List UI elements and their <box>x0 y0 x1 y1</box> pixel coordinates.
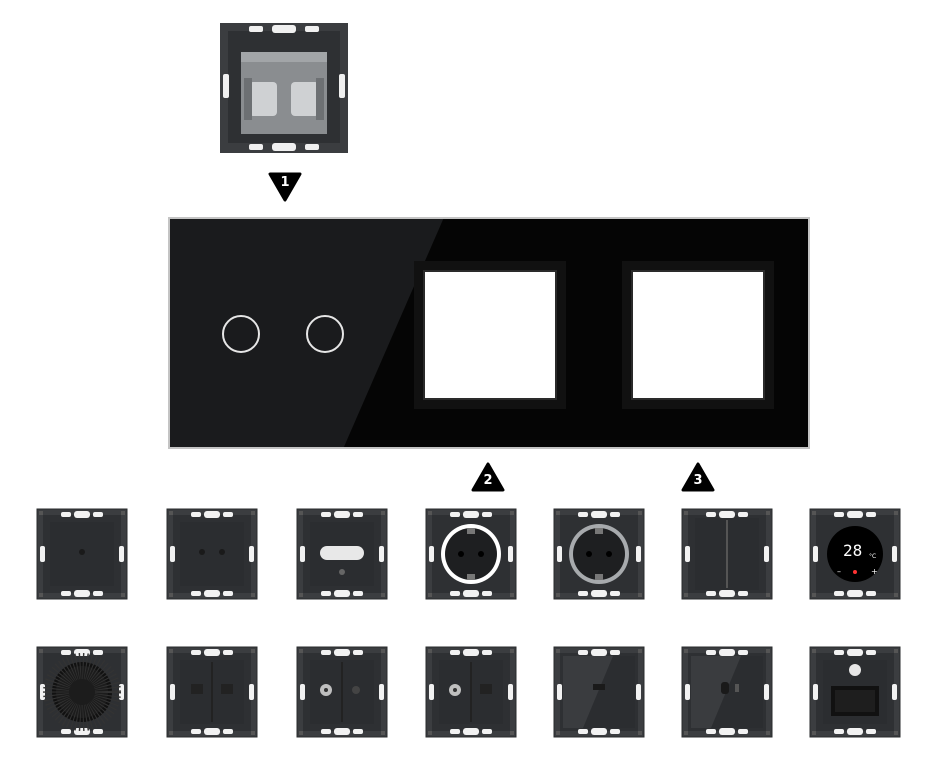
motion-sensor-module <box>296 508 388 600</box>
module-opening-2 <box>414 261 566 409</box>
marker-3-label: 3 <box>693 473 703 488</box>
rj45-double-module <box>166 646 258 738</box>
socket-white-module <box>425 508 517 600</box>
triangle-down-icon <box>268 172 302 202</box>
marker-3: 3 <box>681 462 715 492</box>
touch-switch-2-gang-mechanism <box>219 22 349 154</box>
triangle-up-icon <box>681 462 715 492</box>
svg-text:–: – <box>837 567 841 576</box>
module-opening-3 <box>622 261 774 409</box>
usb-c-module <box>681 646 773 738</box>
touch-button-1[interactable] <box>222 315 260 353</box>
touch-1-gang-module <box>36 508 128 600</box>
touch-button-2[interactable] <box>306 315 344 353</box>
marker-2: 2 <box>471 462 505 492</box>
rocker-switch-2-gang-module <box>681 508 773 600</box>
tv-rj45-module <box>425 646 517 738</box>
marker-1: 1 <box>268 172 302 202</box>
socket-gray-module <box>553 508 645 600</box>
speaker-module <box>36 646 128 738</box>
triangle-up-icon <box>471 462 505 492</box>
thermostat-unit: °C <box>869 553 876 560</box>
marker-2-label: 2 <box>483 473 493 488</box>
marker-1-label: 1 <box>280 175 290 190</box>
glass-frame-panel <box>168 217 810 449</box>
led-night-light-module <box>809 646 901 738</box>
usb-single-module <box>553 646 645 738</box>
thermostat-module: 28 °C – + <box>809 508 901 600</box>
tv-satellite-module <box>296 646 388 738</box>
touch-2-gang-module <box>166 508 258 600</box>
svg-text:+: + <box>871 567 878 576</box>
thermostat-display: 28 <box>843 541 862 560</box>
